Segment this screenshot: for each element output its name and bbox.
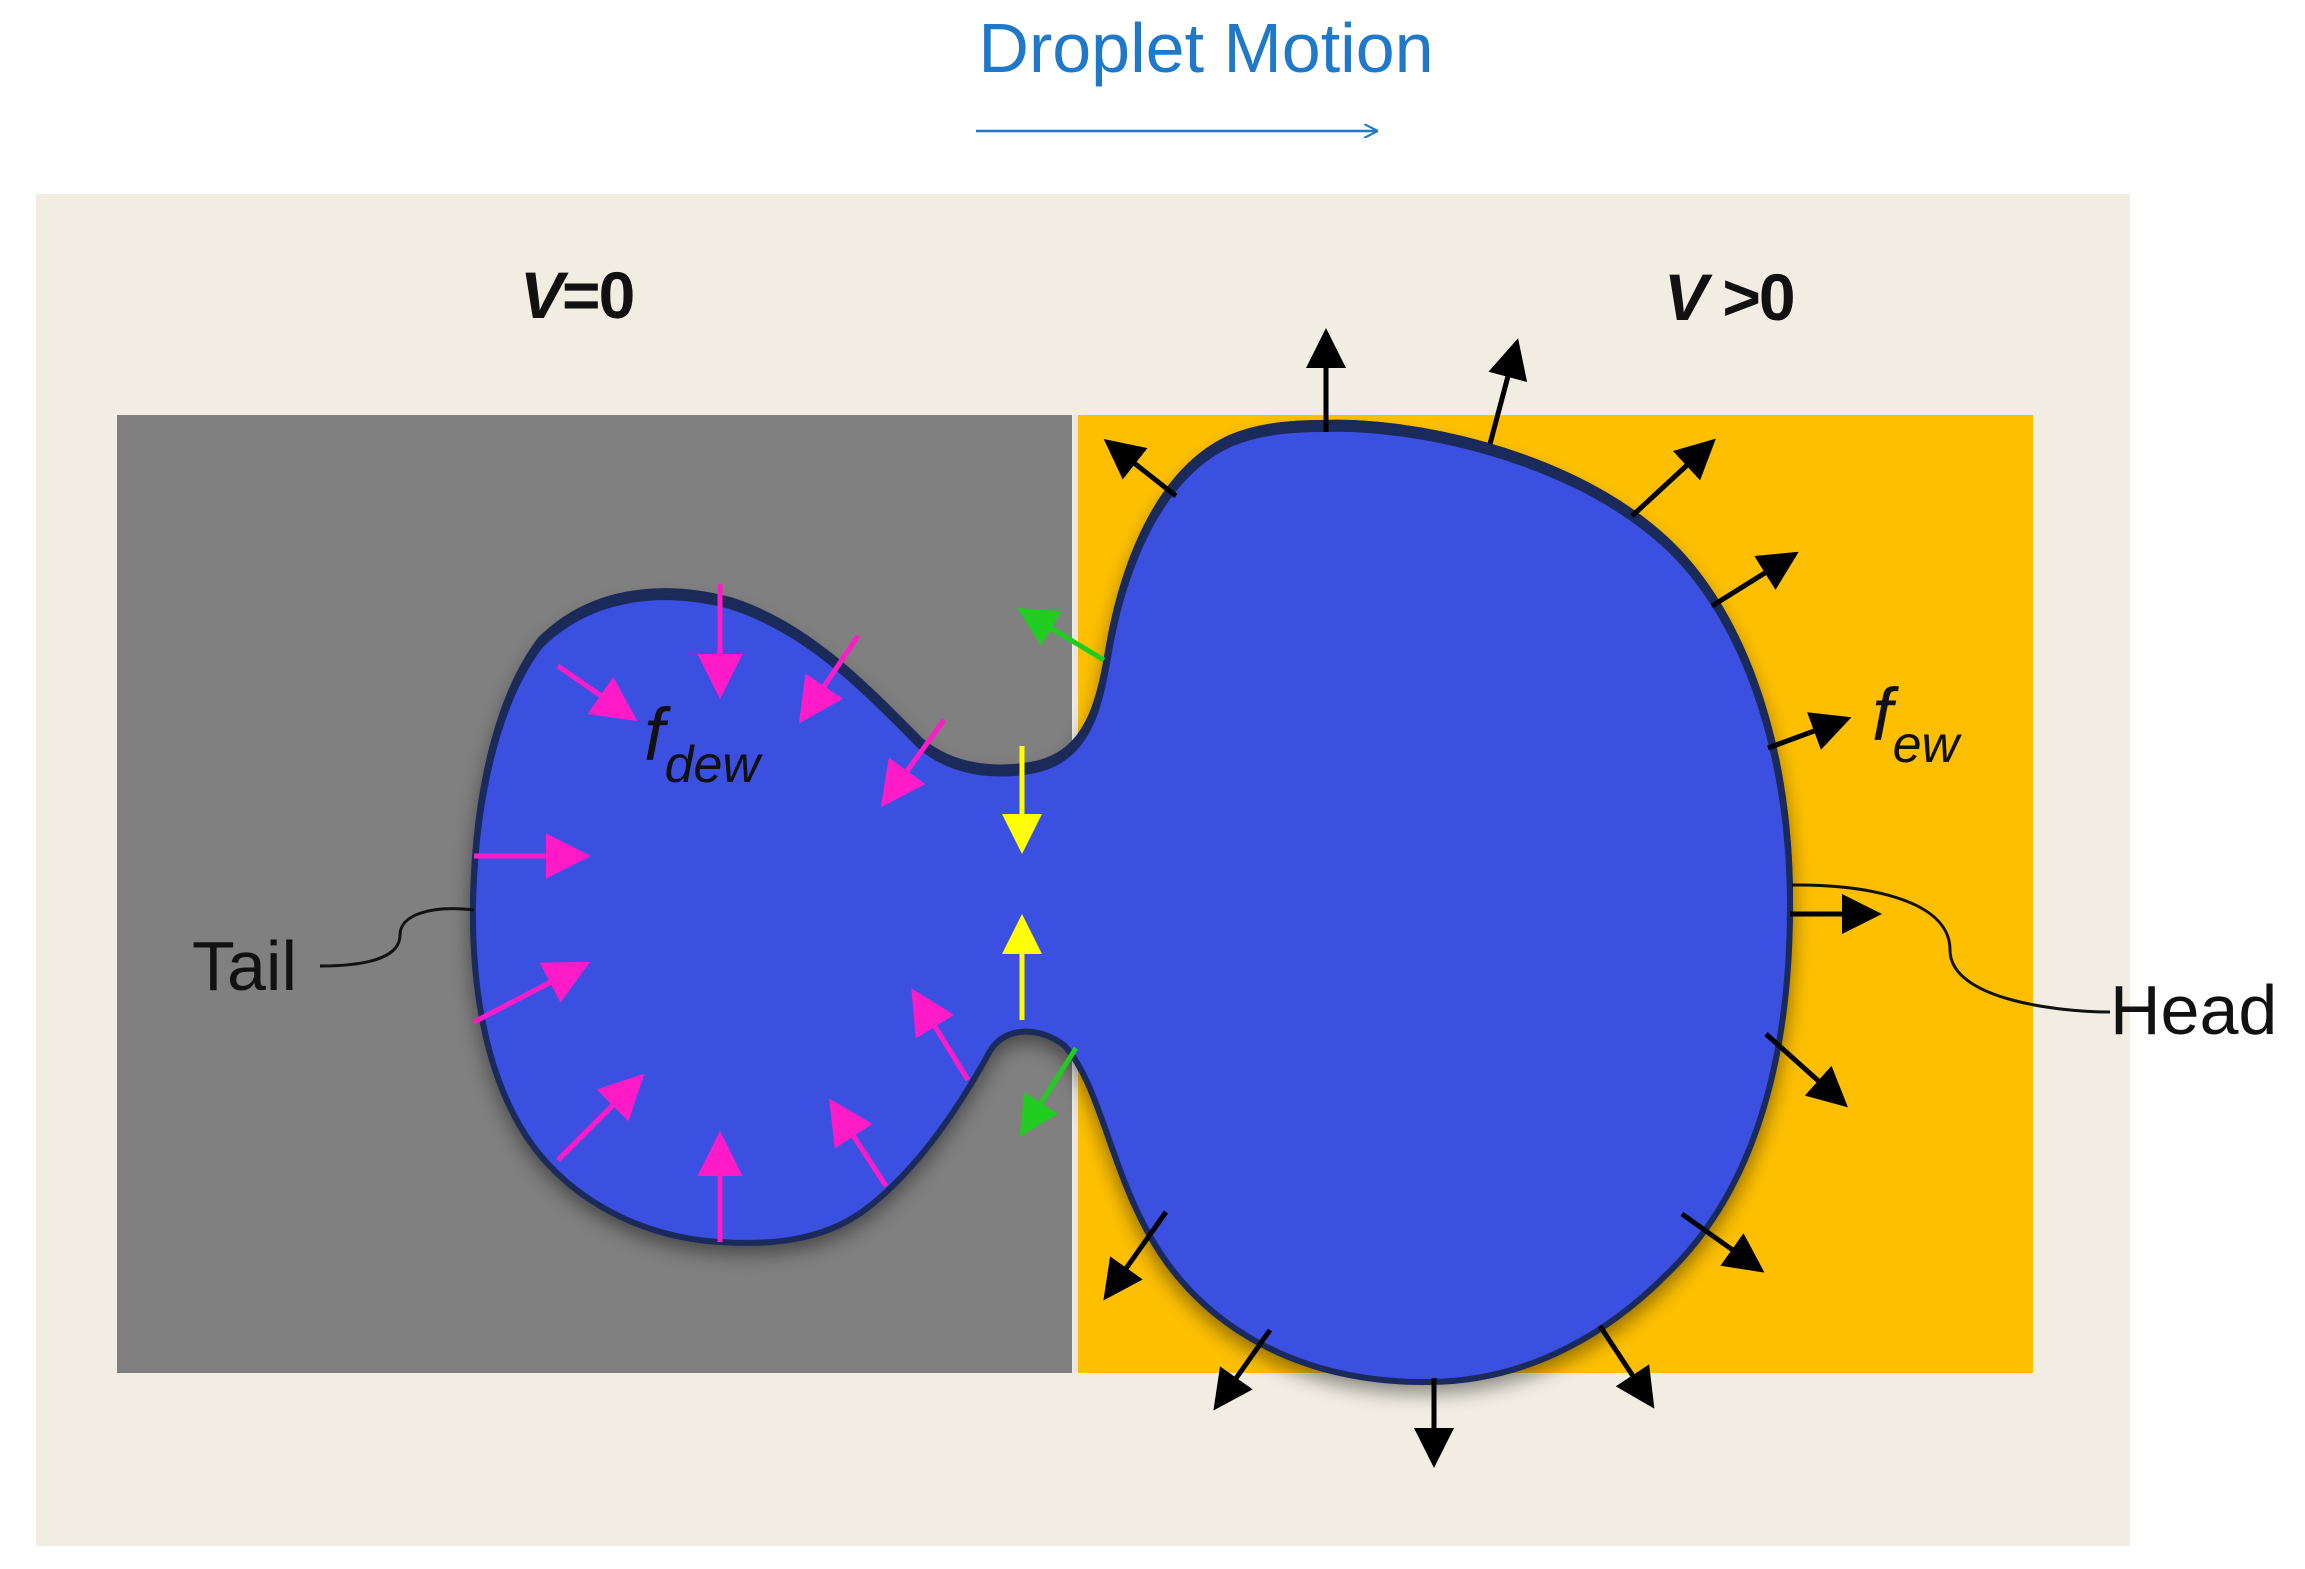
head-label: Head: [2110, 971, 2277, 1049]
dew-arrow: [472, 961, 590, 1025]
right-voltage-label: V >0: [1664, 260, 1794, 334]
dewetting-force-label: fdew: [644, 693, 763, 794]
ew-arrow: [1764, 1032, 1848, 1108]
electrowetting-force-arrows: [1103, 328, 1882, 1468]
tail-leader-line: [319, 907, 475, 968]
head-leader-line: [1791, 883, 2111, 1014]
ew-arrow: [1680, 1211, 1765, 1273]
ew-arrow: [1487, 338, 1528, 445]
dew-arrow: [556, 1073, 645, 1162]
ew-arrow: [1710, 551, 1799, 609]
dew-arrow: [798, 634, 861, 724]
dew-arrow: [829, 1098, 889, 1188]
dewetting-force-arrows: [472, 584, 971, 1242]
edge-arrow: [1019, 1046, 1079, 1137]
dew-arrow: [911, 988, 971, 1082]
droplet-motion-label: Droplet Motion: [978, 9, 1433, 87]
ew-arrow: [1597, 1324, 1655, 1409]
tail-label: Tail: [192, 927, 297, 1005]
ew-arrow: [1213, 1328, 1273, 1411]
ew-arrow: [1767, 712, 1852, 751]
left-voltage-label: V=0: [520, 258, 633, 332]
dew-arrow: [880, 718, 947, 808]
edge-force-arrows: [1017, 607, 1106, 1137]
ew-arrow: [1103, 439, 1178, 498]
ew-arrow: [1103, 1210, 1169, 1301]
ew-arrow: [1630, 438, 1716, 518]
edge-arrow: [1017, 607, 1106, 663]
dew-arrow: [556, 663, 638, 722]
